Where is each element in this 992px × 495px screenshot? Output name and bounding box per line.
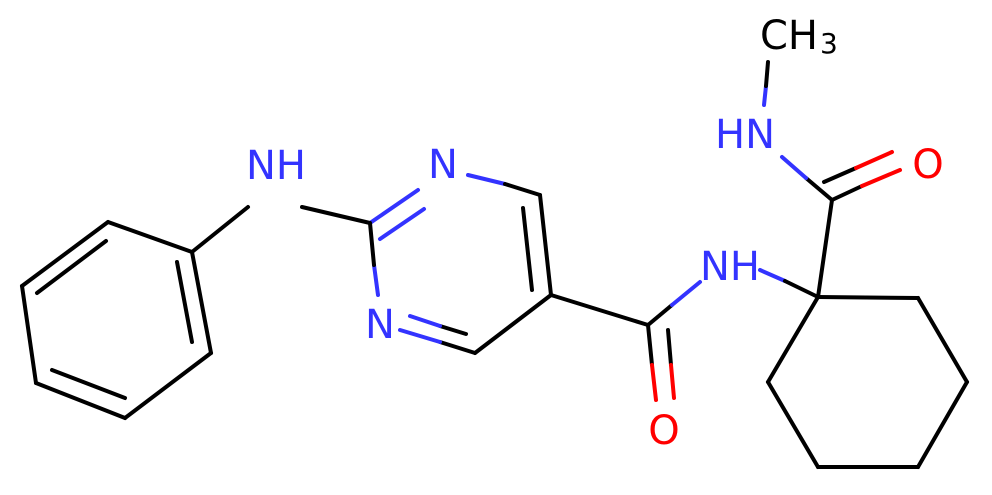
bond — [368, 188, 420, 225]
bond — [646, 303, 674, 327]
cyclohexane-ring — [766, 295, 969, 469]
bond — [766, 295, 820, 384]
bond — [830, 184, 864, 202]
double-bond-inner — [175, 260, 194, 344]
double-bond-inner — [378, 207, 426, 241]
bond — [123, 351, 213, 420]
bond — [762, 84, 768, 107]
bond — [650, 363, 658, 402]
double-bond-inner — [408, 314, 442, 328]
bond — [766, 380, 820, 469]
double-bond-inner — [669, 363, 676, 400]
bond — [503, 182, 542, 197]
bond — [368, 221, 376, 267]
bond — [372, 263, 380, 297]
bond — [758, 268, 787, 283]
bond — [816, 198, 834, 299]
bond — [549, 293, 650, 327]
methyl-text: CH — [760, 13, 818, 59]
methyl-subscript: 3 — [820, 27, 838, 60]
bond — [190, 250, 213, 355]
bond — [398, 328, 442, 344]
bond — [20, 220, 110, 288]
double-bond-inner — [854, 150, 894, 170]
atom-label-hn-methylamide: HN — [715, 112, 775, 158]
bond — [916, 380, 969, 469]
bond — [438, 340, 477, 355]
double-bond-inner — [521, 206, 534, 292]
bond — [816, 295, 920, 300]
bond — [916, 296, 969, 384]
double-bond-inner — [50, 368, 127, 400]
atom-label-o-amide: O — [648, 408, 679, 454]
double-bond-inner — [666, 328, 673, 367]
bond — [538, 193, 553, 297]
bond — [473, 293, 553, 355]
atom-label-nh-aniline: NH — [246, 143, 306, 189]
atom-label-n-top: N — [428, 142, 458, 188]
bond — [783, 279, 820, 299]
double-bond-inner — [35, 239, 108, 295]
atom-label-methyl: CH — [760, 13, 818, 59]
bond — [190, 205, 250, 254]
double-bond-inner — [438, 324, 468, 336]
bond — [670, 280, 702, 307]
atom-label-nh-amide: NH — [700, 244, 760, 290]
bond — [780, 155, 808, 180]
bond — [764, 60, 770, 88]
bond — [20, 284, 38, 385]
bond — [860, 168, 902, 188]
pyrimidine-ring — [368, 173, 553, 355]
double-bond-inner — [822, 166, 858, 184]
bond — [34, 381, 127, 420]
bond — [804, 176, 834, 202]
phenyl-ring — [20, 220, 213, 420]
bond — [106, 220, 194, 254]
atom-label-o-methylamide: O — [912, 142, 943, 188]
bond — [646, 323, 654, 367]
bond — [466, 173, 507, 186]
atom-label-n-bottom: N — [365, 302, 395, 348]
bond — [300, 205, 372, 225]
